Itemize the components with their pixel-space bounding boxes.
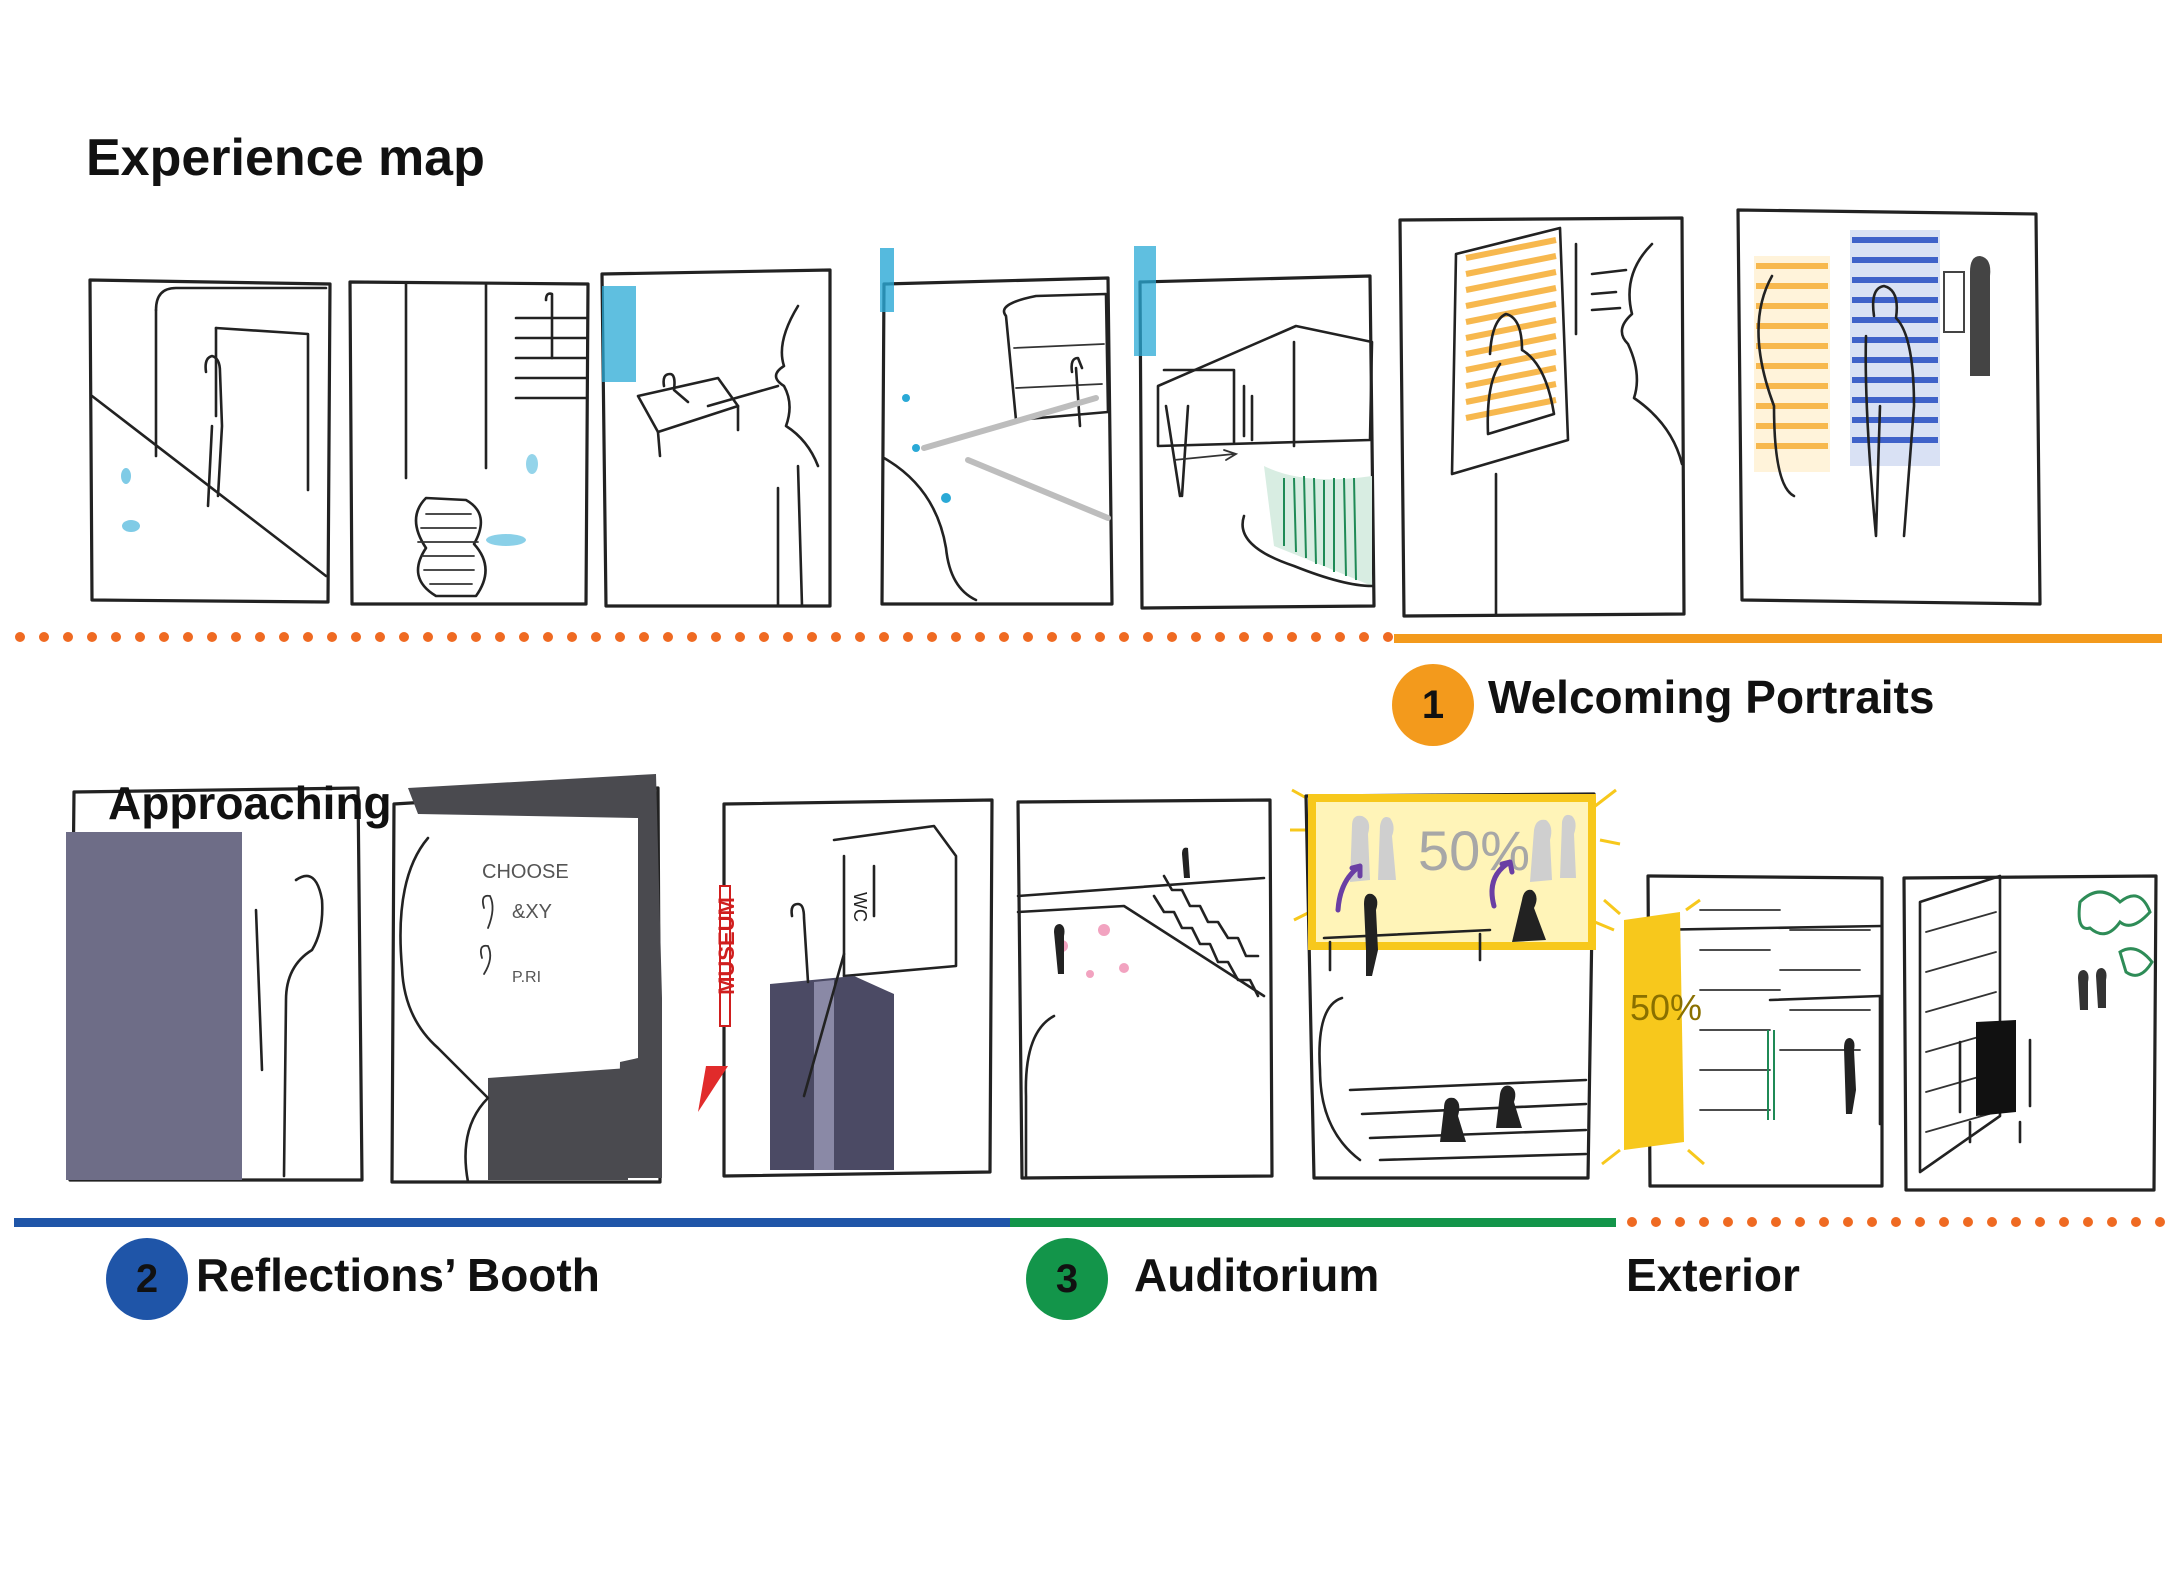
timeline-welcoming-portraits xyxy=(1394,634,2162,643)
stage-2-label: Reflections’ Booth xyxy=(196,1249,600,1301)
sketch-exterior-banner: 50% xyxy=(1601,874,1884,1188)
stage-1-label: Welcoming Portraits xyxy=(1488,671,1935,723)
sketch-booth-screen: CHOOSE &XY P.RI xyxy=(390,774,662,1184)
banner-percent: 50% xyxy=(1630,987,1702,1028)
sketch-plaza-tram xyxy=(880,248,1114,606)
sketch-exterior-patio xyxy=(1902,874,2158,1192)
stage-3-label: Auditorium xyxy=(1134,1249,1380,1301)
board-line-1: CHOOSE xyxy=(482,861,569,883)
sketch-corridor-entry xyxy=(88,278,332,604)
sketch-auditorium-stairs xyxy=(1016,798,1274,1180)
sketch-building-approach xyxy=(1134,246,1376,610)
board-line-3: P.RI xyxy=(512,969,541,986)
museum-sign: MUSEUM xyxy=(714,897,739,995)
stage-1-badge: 1 xyxy=(1392,664,1474,746)
dotted-timeline-exterior xyxy=(1627,1217,2167,1227)
sketch-approach-booth xyxy=(66,786,364,1182)
sketch-auditorium-screen: 50% xyxy=(1290,788,1621,1180)
stage-2-badge: 2 xyxy=(106,1238,188,1320)
page-title: Experience map xyxy=(86,129,485,187)
sketch-bench-view xyxy=(600,268,832,608)
wc-sign: WC xyxy=(850,892,870,922)
label-approaching: Approaching xyxy=(108,777,392,829)
sketch-portrait-visitors xyxy=(1736,208,2042,606)
label-exterior: Exterior xyxy=(1626,1249,1800,1301)
stage-3-badge: 3 xyxy=(1026,1238,1108,1320)
board-line-2: &XY xyxy=(512,901,552,923)
sketch-portrait-wall xyxy=(1398,216,1686,618)
sketch-museum-corridor: MUSEUM WC xyxy=(698,798,994,1178)
dotted-timeline-top xyxy=(15,632,1395,642)
sketch-stair-approach xyxy=(348,280,590,606)
timeline-auditorium xyxy=(1010,1218,1616,1227)
timeline-reflections-booth xyxy=(14,1218,1010,1227)
